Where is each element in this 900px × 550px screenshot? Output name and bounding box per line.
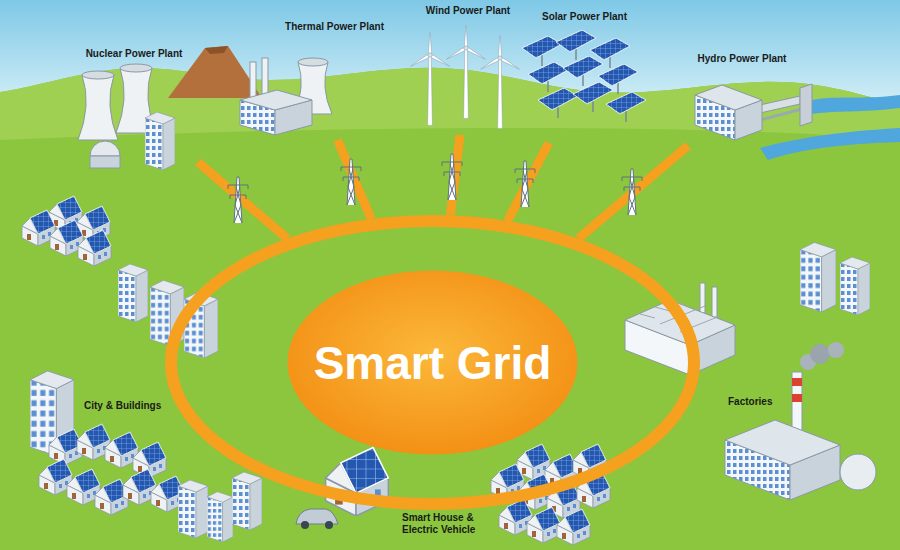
solar-panel <box>563 56 603 86</box>
factory-roof <box>725 420 840 465</box>
plant-label: Solar Power Plant <box>518 8 651 23</box>
smoke <box>810 344 830 364</box>
wheel <box>325 521 333 529</box>
plant-label: Thermal Power Plant <box>235 18 388 33</box>
dam <box>800 84 812 126</box>
plant-label: Nuclear Power Plant <box>70 45 198 60</box>
wind-plant: Wind Power Plant <box>408 2 528 135</box>
reactor-dome <box>90 141 120 156</box>
river <box>760 128 900 160</box>
hall-roof <box>240 90 312 110</box>
pipe <box>760 108 806 120</box>
area-label: Smart House & Electric Vehicle <box>402 512 492 536</box>
building <box>178 480 208 538</box>
solar-panel <box>538 88 578 118</box>
hydro-roof <box>695 85 762 110</box>
wind-turbine <box>410 33 450 126</box>
solar-panel <box>573 82 613 112</box>
wind-plant-drawing <box>410 26 520 129</box>
tower-top <box>120 64 152 72</box>
house <box>78 230 111 266</box>
power-line <box>338 140 372 219</box>
plant-label: Hydro Power Plant <box>688 50 796 65</box>
solar-plant-drawing <box>522 30 646 122</box>
chimney-stripe <box>792 378 802 386</box>
house <box>527 507 560 543</box>
reactor-base <box>90 156 120 168</box>
solar-panel <box>606 92 646 122</box>
thermal-plant: Thermal Power Plant <box>235 18 388 140</box>
pylon <box>341 159 361 205</box>
solar-panel <box>528 62 568 92</box>
area-label: City & Buildings <box>84 400 161 412</box>
smart-grid-hub: Smart Grid <box>165 215 700 510</box>
pylon <box>515 161 535 207</box>
electric-vehicle <box>296 509 338 524</box>
building <box>232 472 262 530</box>
building <box>800 242 836 312</box>
tower-top <box>298 58 328 66</box>
grid-ring-line <box>171 221 694 504</box>
hills <box>0 68 900 140</box>
nuclear-plant: Nuclear Power Plant <box>70 45 198 170</box>
building <box>118 264 148 322</box>
chimney <box>700 283 705 313</box>
building <box>840 257 870 315</box>
hydro-plant: Hydro Power Plant <box>688 50 796 150</box>
plant-label: Wind Power Plant <box>408 2 528 17</box>
power-line <box>578 146 688 239</box>
reservoir <box>812 95 900 114</box>
pylon <box>622 169 642 215</box>
house <box>557 509 590 545</box>
factory-drawing <box>625 242 876 500</box>
solar-panel <box>522 36 562 66</box>
nuclear-plant-drawing <box>78 64 175 170</box>
power-line <box>198 162 287 238</box>
plant-building <box>145 112 175 170</box>
grid-core <box>288 271 578 455</box>
area-label: Factories <box>728 396 772 408</box>
solar-plant: Solar Power Plant <box>518 8 651 143</box>
solar-panel <box>556 30 596 60</box>
wheel <box>301 521 309 529</box>
wind-turbine <box>446 26 486 119</box>
cooling-tower <box>78 75 118 140</box>
pylon <box>228 177 248 223</box>
building <box>207 492 233 542</box>
tower-top <box>82 71 114 79</box>
hub-title: Smart Grid <box>314 336 552 390</box>
tank <box>840 454 876 490</box>
chimney-stripe <box>792 394 802 402</box>
crater <box>205 46 228 54</box>
city-buildings <box>30 264 262 542</box>
pylon <box>442 154 462 200</box>
city-houses <box>22 196 111 266</box>
chimney <box>712 287 717 317</box>
thermal-plant-drawing <box>240 58 332 135</box>
hydro-plant-drawing <box>695 84 900 160</box>
power-line <box>508 143 549 221</box>
wind-turbine <box>480 36 520 129</box>
smoke <box>828 342 844 358</box>
